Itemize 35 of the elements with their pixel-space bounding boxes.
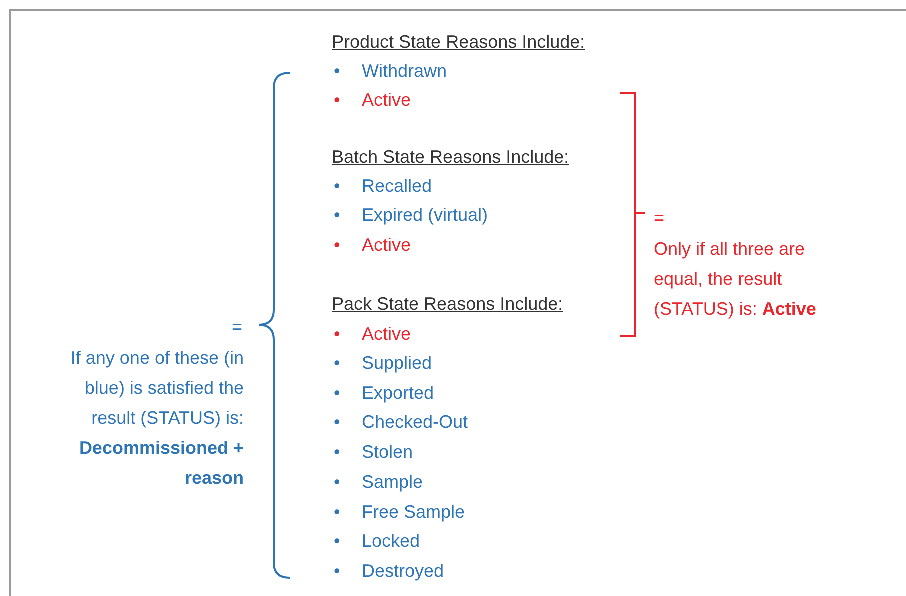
list-item: Active — [362, 323, 412, 346]
bullet-point: • — [334, 234, 340, 257]
bullet-point: • — [334, 411, 340, 434]
bullet-point: • — [334, 89, 340, 112]
section-heading: Pack State Reasons Include: — [332, 293, 564, 316]
list-item: Exported — [362, 382, 434, 405]
section-heading: Batch State Reasons Include: — [332, 146, 570, 169]
result-note: Only if all three are equal, the result (STATUS) is: Active — [654, 238, 818, 321]
bullet-point: • — [334, 204, 340, 227]
list-item: Supplied — [362, 352, 432, 375]
bullet-point: • — [334, 60, 340, 83]
list-item: Active — [362, 89, 412, 112]
list-item: Locked — [362, 530, 420, 553]
bullet-point: • — [334, 441, 340, 464]
list-item: Free Sample — [362, 501, 466, 524]
equals-sign: = — [654, 207, 665, 230]
list-item: Checked-Out — [362, 411, 468, 434]
list-item: Expired (virtual) — [362, 204, 488, 227]
section-heading: Product State Reasons Include: — [332, 31, 586, 54]
bullet-point: • — [334, 560, 340, 583]
bullet-point: • — [334, 382, 340, 405]
list-item: Recalled — [362, 175, 432, 198]
list-item: Sample — [362, 471, 424, 494]
equals-sign: = — [232, 316, 243, 339]
list-item: Withdrawn — [362, 60, 448, 83]
list-item: Stolen — [362, 441, 414, 464]
bullet-point: • — [334, 175, 340, 198]
bullet-point: • — [334, 323, 340, 346]
bullet-point: • — [334, 471, 340, 494]
bullet-point: • — [334, 530, 340, 553]
bullet-point: • — [334, 352, 340, 375]
list-item: Active — [362, 234, 412, 257]
list-item: Destroyed — [362, 560, 444, 583]
result-note: If any one of these (in blue) is satisfied the result (STATUS) is: Decommissioned + reason — [70, 347, 244, 490]
bullet-point: • — [334, 501, 340, 524]
